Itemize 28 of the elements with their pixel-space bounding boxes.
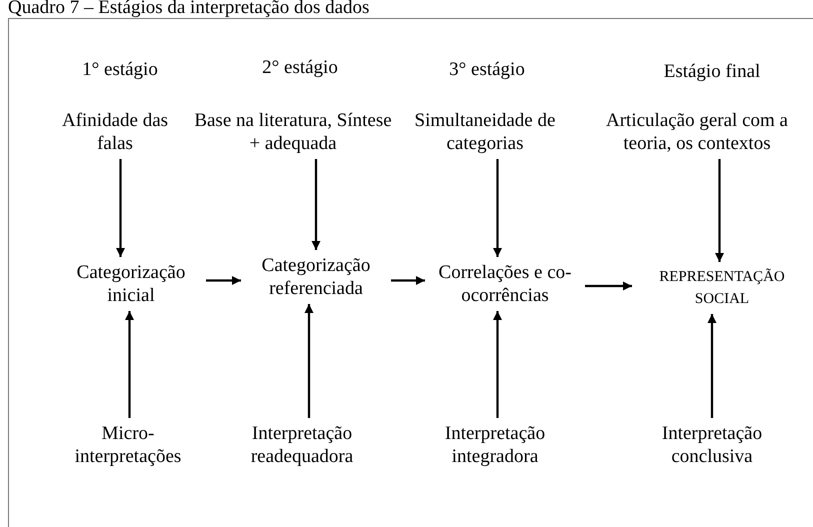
stage-text: Categorização referenciada xyxy=(241,250,391,304)
arrow xyxy=(391,276,425,285)
stage-text: Categorização inicial xyxy=(56,257,206,311)
arrow xyxy=(493,311,502,418)
figure-title: Quadro 7 – Estágios da interpretação dos dados xyxy=(8,0,370,17)
stage-heading: 3° estágio xyxy=(448,58,526,81)
stage-text: Interpretação readequadora xyxy=(227,418,377,472)
stage-text: REPRESENTAÇÃO SOCIAL xyxy=(632,262,812,314)
stage-text: Base na literatura, Síntese + adequada xyxy=(193,105,393,159)
arrow xyxy=(715,159,724,262)
stage-text: Correlações e co-ocorrências xyxy=(425,257,585,311)
stage-text: Articulação geral com a teoria, os contextos xyxy=(587,105,807,159)
stage-text: Simultaneidade de categorias xyxy=(400,105,570,159)
arrow xyxy=(206,276,241,285)
arrow xyxy=(116,159,125,257)
stage-heading: 2° estágio xyxy=(261,56,339,79)
arrow xyxy=(493,159,502,257)
arrow xyxy=(312,159,320,250)
stage-text: Micro- interpretações xyxy=(53,418,203,472)
stage-text: Afinidade das falas xyxy=(45,105,185,159)
stage-text: Interpretação integradora xyxy=(420,418,570,472)
stage-heading: 1° estágio xyxy=(81,58,159,81)
arrow xyxy=(585,282,632,290)
stage-heading: Estágio final xyxy=(662,60,762,83)
stage-text: Interpretação conclusiva xyxy=(637,418,787,472)
arrow xyxy=(708,314,716,418)
arrow xyxy=(304,304,314,418)
arrow xyxy=(125,311,134,418)
